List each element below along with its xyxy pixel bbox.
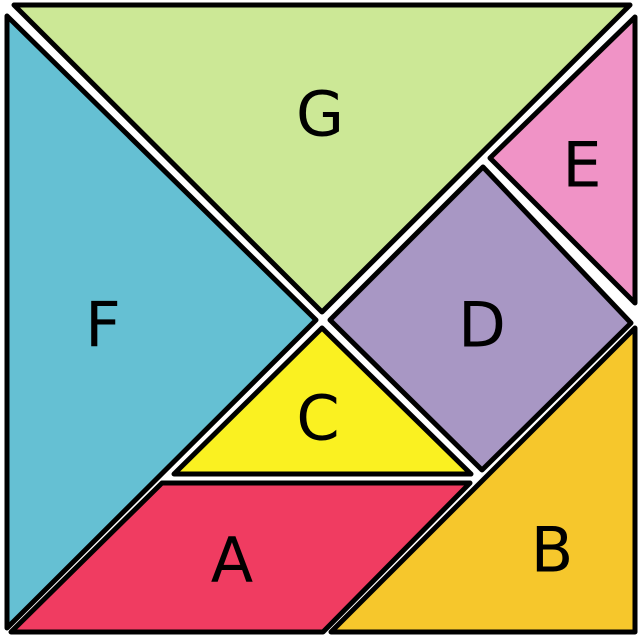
piece-e-shape: [487, 14, 638, 306]
piece-c-shape: [171, 325, 474, 477]
piece-d-label: D: [458, 289, 506, 362]
piece-a-label: A: [211, 524, 253, 597]
piece-g-label: G: [296, 78, 344, 151]
piece-g-shape: [11, 2, 633, 315]
piece-f: F: [4, 13, 319, 631]
piece-e-label: E: [562, 129, 601, 202]
piece-b-shape: [328, 325, 638, 635]
piece-a: A: [8, 480, 473, 635]
piece-f-shape: [4, 13, 319, 631]
piece-d: D: [327, 164, 634, 473]
piece-c-label: C: [296, 382, 339, 455]
piece-g: G: [11, 2, 633, 315]
piece-f-label: F: [85, 289, 121, 362]
piece-a-shape: [8, 480, 473, 635]
piece-d-shape: [327, 164, 634, 473]
piece-b: B: [328, 325, 638, 635]
piece-b-label: B: [531, 514, 574, 587]
piece-c: C: [171, 325, 474, 477]
piece-e: E: [487, 14, 638, 306]
